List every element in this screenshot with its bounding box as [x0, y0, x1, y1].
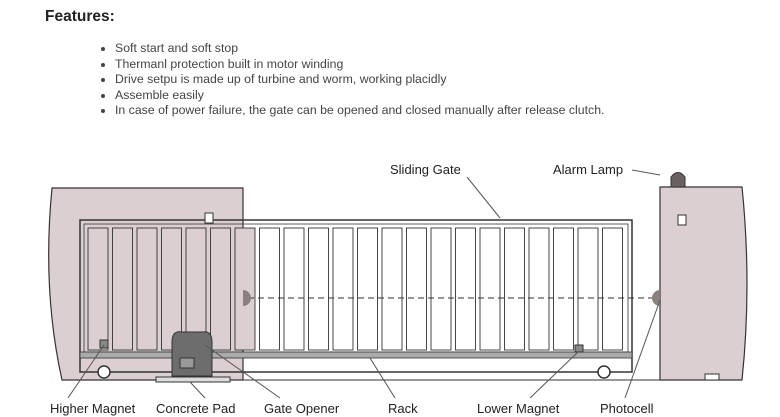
- gate-picket: [602, 227, 623, 351]
- concrete-pad: [155, 376, 231, 383]
- higher-magnet-icon: [99, 339, 109, 349]
- gate-picket: [234, 227, 256, 351]
- gate-picket: [528, 227, 550, 351]
- gate-picket: [210, 227, 231, 351]
- feature-item: Soft start and soft stop: [115, 41, 604, 57]
- feature-item: Thermanl protection built in motor windi…: [115, 57, 604, 73]
- gate-picket: [553, 227, 574, 351]
- gate-picket: [283, 227, 305, 351]
- gate-picket: [112, 227, 133, 351]
- gate-picket: [332, 227, 354, 351]
- feature-item: Assemble easily: [115, 88, 604, 104]
- gate-frame: [79, 219, 633, 373]
- label-alarm-lamp: Alarm Lamp: [553, 162, 623, 177]
- label-photocell: Photocell: [600, 401, 654, 416]
- alarm-lamp-icon: [670, 172, 686, 188]
- gate-pickets: [87, 227, 623, 351]
- gate-picket: [308, 227, 329, 351]
- feature-item: In case of power failure, the gate can b…: [115, 103, 604, 119]
- gate-picket: [259, 227, 280, 351]
- gate-opener-icon: [171, 331, 213, 377]
- gate-picket: [430, 227, 452, 351]
- gate-picket: [577, 227, 599, 351]
- features-list: Soft start and soft stop Thermanl protec…: [97, 41, 604, 119]
- right-post: [659, 186, 748, 381]
- gate-picket: [504, 227, 525, 351]
- label-rack: Rack: [388, 401, 418, 416]
- gate-picket: [87, 227, 109, 351]
- rack: [79, 351, 633, 359]
- label-concrete-pad: Concrete Pad: [156, 401, 236, 416]
- features-heading: Features:: [45, 8, 115, 25]
- post-photocell: [677, 214, 687, 226]
- label-sliding-gate: Sliding Gate: [390, 162, 461, 177]
- gate-picket: [406, 227, 427, 351]
- gate-picket: [136, 227, 158, 351]
- sliding-gate-diagram: Sliding Gate Alarm Lamp Higher Magnet Co…: [48, 162, 748, 416]
- gate-picket: [357, 227, 378, 351]
- feature-item: Drive setpu is made up of turbine and wo…: [115, 72, 604, 88]
- label-higher-magnet: Higher Magnet: [50, 401, 136, 416]
- lower-magnet-icon: [574, 344, 584, 353]
- label-lower-magnet: Lower Magnet: [477, 401, 560, 416]
- label-gate-opener: Gate Opener: [264, 401, 340, 416]
- gate-picket: [455, 227, 476, 351]
- gate-picket: [479, 227, 501, 351]
- gate-picket: [381, 227, 403, 351]
